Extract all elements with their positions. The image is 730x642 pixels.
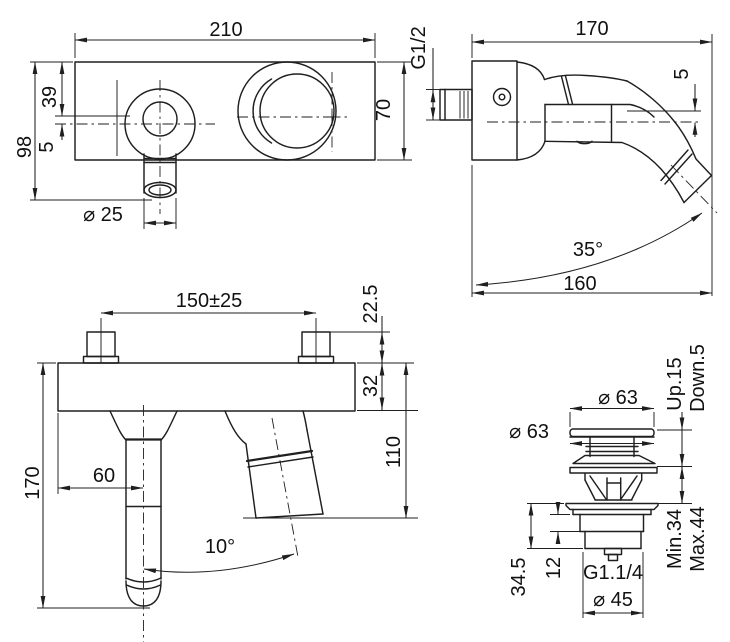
body-spout-side: [516, 61, 713, 204]
wall-plate: [74, 61, 376, 161]
dim-front-spout-dia: ⌀ 25: [83, 204, 123, 226]
dim-front-height: 98: [14, 136, 36, 158]
dim-drain-up-travel: Up.15: [664, 357, 686, 410]
dim-front-plate-height: 70: [373, 99, 395, 121]
view-bath-mixer-front: 150±25 22.5 32 110 170 60 10°: [22, 285, 418, 642]
dim-drain-flange-dia: ⌀ 63: [509, 421, 549, 443]
inlet-nipple: [439, 88, 473, 121]
dim-bath-overall-height: 170: [22, 466, 44, 499]
view-wall-mixer-side: 170 G1/2 5 35° 160: [408, 18, 718, 297]
view-drain-waste: ⌀ 63 ⌀ 63 Up.15 Down.5 Min.34 Max.44 34.…: [508, 344, 709, 618]
centerlines-side: [487, 121, 718, 214]
dim-front-axis-gap: 5: [36, 141, 58, 152]
centerlines-front: [55, 72, 347, 214]
dim-side-spout-angle: 35°: [573, 239, 603, 261]
dimensions-front: 210 98 39 5 ⌀ 25 70: [14, 19, 412, 229]
dimensions-drain: ⌀ 63 ⌀ 63 Up.15 Down.5 Min.34 Max.44 34.…: [508, 344, 709, 618]
wall-plate-side: [471, 60, 518, 161]
dim-bath-tilt-angle: 10°: [205, 536, 235, 558]
dim-side-reach: 160: [563, 273, 596, 295]
dim-side-inlet-thread: G1/2: [408, 26, 430, 69]
dim-bath-centers: 150±25: [176, 290, 243, 312]
dim-drain-down-travel: Down.5: [687, 344, 709, 412]
dim-bath-shower-offset: 60: [93, 465, 115, 487]
dim-drain-thread-offset: 12: [543, 557, 565, 579]
fixing-screw: [492, 87, 512, 107]
dim-bath-body-height: 32: [360, 375, 382, 397]
dim-drain-max-clamp: Max.44: [687, 506, 709, 572]
centerlines-bath: [100, 318, 317, 642]
dim-drain-body-dia: ⌀ 45: [593, 589, 633, 611]
dim-front-handle-offset: 39: [39, 86, 61, 108]
view-wall-mixer-front: 210 98 39 5 ⌀ 25 70: [14, 19, 412, 229]
drain-body: [565, 502, 659, 562]
dim-bath-outlet-drop: 110: [383, 436, 405, 468]
dim-drain-min-clamp: Min.34: [664, 509, 686, 569]
dim-bath-nut-height: 22.5: [360, 285, 382, 324]
mixer-body-bar: [57, 362, 356, 412]
dim-drain-tail-height: 34.5: [508, 558, 530, 597]
dim-side-outlet-drop: 5: [671, 68, 693, 79]
dim-front-width: 210: [209, 19, 242, 41]
handle-knob: [237, 61, 337, 161]
dim-drain-cap-dia: ⌀ 63: [598, 387, 638, 409]
dim-drain-outlet-thread: G1.1/4: [583, 562, 643, 584]
drain-basket: [569, 466, 658, 501]
dimensions-side: 170 G1/2 5 35° 160: [408, 18, 713, 297]
dim-side-depth: 170: [575, 18, 608, 40]
drain-cap: [569, 428, 656, 465]
mounting-nuts: [82, 331, 335, 364]
dimensions-bath: 150±25 22.5 32 110 170 60 10°: [22, 285, 418, 609]
